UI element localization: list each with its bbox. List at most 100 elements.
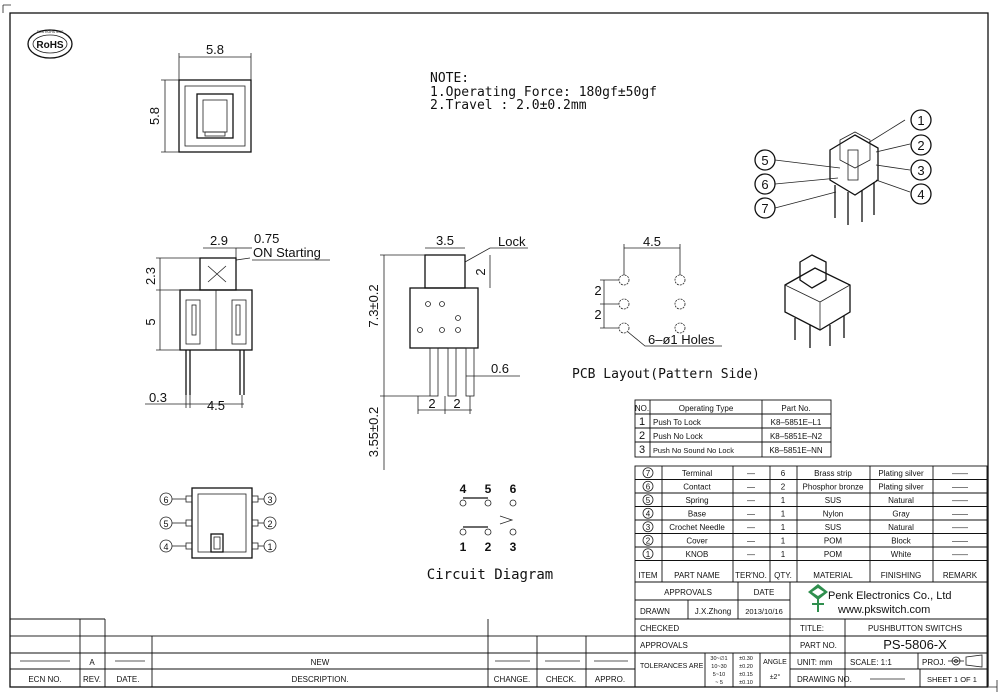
callout-2: 2 bbox=[910, 134, 932, 156]
bom-cell: Plating silver bbox=[878, 483, 924, 492]
tb-partno-label: PART NO. bbox=[800, 641, 837, 650]
rev-change-header: CHANGE. bbox=[494, 675, 530, 684]
isometric-exploded-view: 1 2 3 4 5 6 7 bbox=[754, 109, 932, 225]
rev-ecn-header: ECN NO. bbox=[28, 675, 61, 684]
svg-text:6: 6 bbox=[510, 482, 517, 496]
bom-cell: Terminal bbox=[682, 469, 712, 478]
rev-description: NEW bbox=[311, 658, 330, 667]
part-number-table: NO. Operating Type Part No. 1 Push To Lo… bbox=[634, 399, 832, 458]
svg-text:K8–5851E–NN: K8–5851E–NN bbox=[769, 446, 823, 455]
dim-pcb-45: 4.5 bbox=[643, 234, 661, 249]
svg-text:Part No.: Part No. bbox=[781, 404, 810, 413]
svg-text:K8–5851E–L1: K8–5851E–L1 bbox=[771, 418, 822, 427]
svg-text:K8–5851E–N2: K8–5851E–N2 bbox=[770, 432, 823, 441]
dim-side-73: 7.3±0.2 bbox=[366, 284, 381, 327]
svg-text:3: 3 bbox=[510, 540, 517, 554]
callout-7: 7 bbox=[754, 197, 776, 219]
dim-front-5: 5 bbox=[143, 318, 158, 325]
tb-proj: PROJ. bbox=[922, 658, 946, 667]
bom-cell: Cover bbox=[686, 537, 708, 546]
tb-angle-value: ±2° bbox=[770, 673, 781, 681]
svg-text:1: 1 bbox=[917, 113, 924, 128]
svg-text:~ 5: ~ 5 bbox=[715, 680, 723, 686]
svg-text:1: 1 bbox=[460, 540, 467, 554]
bom-cell: Plating silver bbox=[878, 469, 924, 478]
bom-cell: Natural bbox=[888, 523, 914, 532]
dim-pcb-2b: 2 bbox=[594, 307, 601, 322]
svg-text:1: 1 bbox=[639, 416, 645, 428]
svg-text:TER'NO.: TER'NO. bbox=[735, 571, 767, 580]
tb-title-value: PUSHBUTTON SWITCHS bbox=[868, 624, 962, 633]
bom-cell: — bbox=[747, 550, 755, 559]
svg-text:FINISHING: FINISHING bbox=[881, 571, 921, 580]
dim-front-075: 0.75 bbox=[254, 231, 279, 246]
dim-side-355: 3.55±0.2 bbox=[366, 407, 381, 458]
rohs-ring-text: SGS ROHS SGS bbox=[37, 30, 65, 34]
bom-cell: SUS bbox=[825, 496, 841, 505]
penk-logo bbox=[808, 584, 828, 612]
tb-company: Penk Electronics Co., Ltd bbox=[828, 590, 952, 602]
label-lock: Lock bbox=[498, 234, 526, 249]
circuit-diagram: 4 5 6 1 2 3 Circuit Diagram bbox=[427, 482, 553, 583]
bom-cell: Block bbox=[891, 537, 912, 546]
bom-cell: —— bbox=[952, 510, 968, 519]
note-title: NOTE: bbox=[430, 71, 469, 86]
svg-text:10~30: 10~30 bbox=[711, 664, 726, 670]
svg-text:5: 5 bbox=[163, 519, 168, 529]
tb-sheet: SHEET 1 OF 1 bbox=[927, 675, 977, 684]
callout-5: 5 bbox=[754, 149, 776, 171]
bom-cell: — bbox=[747, 537, 755, 546]
bom-cell: Spring bbox=[685, 496, 708, 505]
rev-rev-header: REV. bbox=[83, 675, 101, 684]
pin-label-5: 5 bbox=[159, 516, 173, 530]
isometric-assembled-view bbox=[784, 254, 851, 348]
svg-text:±0.20: ±0.20 bbox=[739, 664, 753, 670]
tb-scale: SCALE: 1:1 bbox=[850, 658, 892, 667]
svg-text:2: 2 bbox=[639, 430, 645, 442]
label-pcb-holes: 6–ø1 Holes bbox=[648, 332, 715, 347]
svg-text:4: 4 bbox=[163, 542, 168, 552]
dim-front-23: 2.3 bbox=[143, 267, 158, 285]
dim-top-width: 5.8 bbox=[206, 42, 224, 57]
tb-unit: UNIT: mm bbox=[797, 658, 833, 667]
svg-text:±0.10: ±0.10 bbox=[739, 680, 753, 686]
rohs-logo: RoHS SGS ROHS SGS bbox=[27, 29, 73, 59]
tb-tolerances: TOLERANCES ARE bbox=[640, 663, 704, 670]
svg-text:3: 3 bbox=[267, 495, 272, 505]
bom-cell: White bbox=[891, 550, 912, 559]
note-line-2: 2.Travel : 2.0±0.2mm bbox=[430, 98, 587, 113]
bom-cell: 1 bbox=[781, 510, 786, 519]
rev-check-header: CHECK. bbox=[546, 675, 576, 684]
bom-cell: Contact bbox=[683, 483, 711, 492]
tb-checked: CHECKED bbox=[640, 624, 679, 633]
bom-cell: Gray bbox=[892, 510, 909, 519]
pin-label-2: 2 bbox=[263, 516, 277, 530]
bom-cell: KNOB bbox=[686, 550, 709, 559]
tb-website: www.pkswitch.com bbox=[837, 604, 930, 616]
svg-text:Operating Type: Operating Type bbox=[679, 404, 734, 413]
rohs-text: RoHS bbox=[36, 40, 64, 51]
bom-cell: —— bbox=[952, 469, 968, 478]
tb-drawn-date: 2013/10/16 bbox=[745, 607, 783, 616]
bom-cell: 1 bbox=[646, 550, 651, 559]
tb-drawing-no: DRAWING NO. bbox=[797, 675, 852, 684]
dim-front-45: 4.5 bbox=[207, 398, 225, 413]
dim-side-2b: 2 bbox=[453, 396, 460, 411]
svg-text:4: 4 bbox=[460, 482, 467, 496]
svg-text:3: 3 bbox=[639, 444, 645, 456]
tb-drawn-by: J.X.Zhong bbox=[695, 607, 731, 616]
bom-cell: 4 bbox=[646, 510, 651, 519]
pin-label-3: 3 bbox=[263, 492, 277, 506]
bom-cell: 1 bbox=[781, 550, 786, 559]
pin-label-1: 1 bbox=[263, 539, 277, 553]
bom-cell: Nylon bbox=[823, 510, 843, 519]
bom-cell: Crochet Needle bbox=[669, 523, 725, 532]
front-view: 2.9 0.75 ON Starting 2.3 5 0.3 4.5 bbox=[143, 231, 330, 413]
note-block: NOTE: 1.Operating Force: 180gf±50gf 2.Tr… bbox=[430, 71, 657, 113]
svg-text:Push To Lock: Push To Lock bbox=[653, 418, 702, 427]
bom-cell: — bbox=[747, 510, 755, 519]
